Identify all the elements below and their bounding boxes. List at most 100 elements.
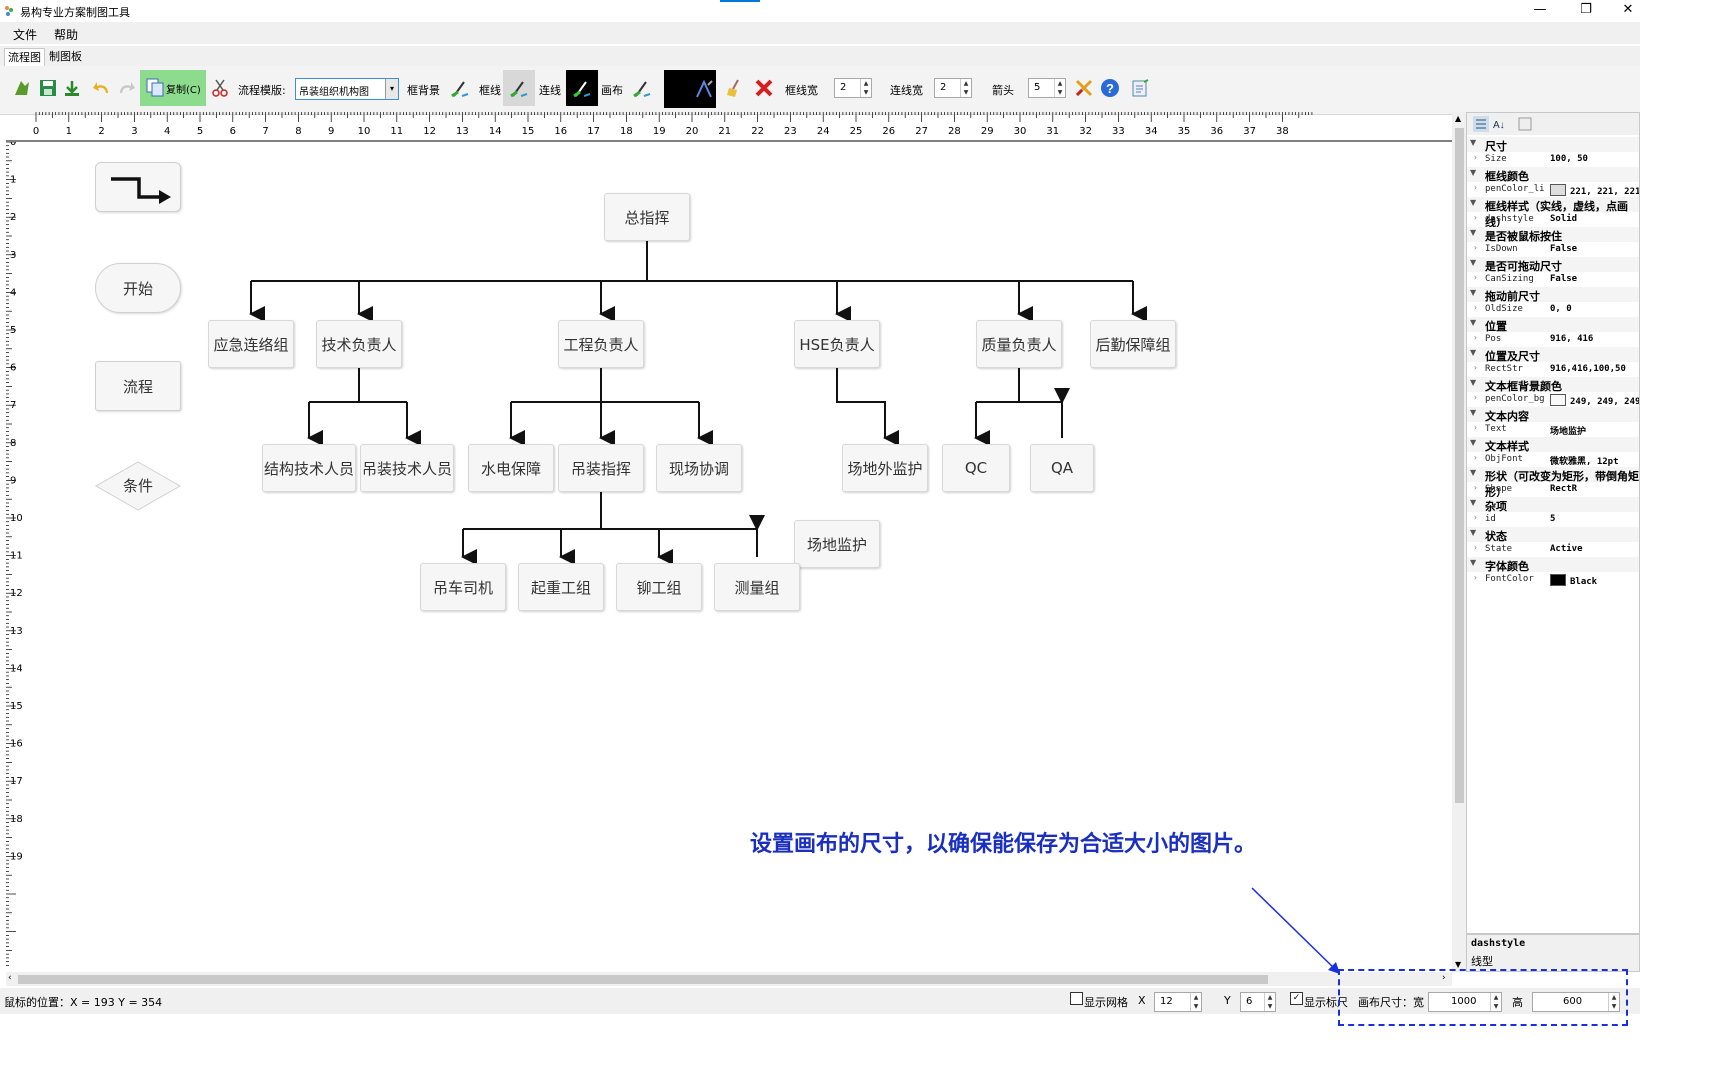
frame-bg-brush-icon[interactable] [450,78,470,98]
property-value[interactable]: Solid [1550,214,1577,224]
chevron-down-icon[interactable]: ▼ [1470,258,1477,267]
property-category[interactable]: ▼是否被鼠标按住 [1467,227,1639,243]
categorized-view-icon[interactable] [1473,116,1489,132]
grid-x-stepper[interactable]: 12 ▲▼ [1154,992,1202,1012]
stepper-arrows-icon[interactable]: ▲▼ [960,79,971,97]
property-value[interactable]: Active [1550,544,1583,554]
stepper-arrows-icon[interactable]: ▲▼ [1608,993,1619,1011]
stepper-arrows-icon[interactable]: ▲▼ [1190,993,1201,1011]
canvas-width-input[interactable]: 1000 ▲▼ [1428,992,1502,1012]
redo-icon[interactable] [116,78,136,98]
node-qc[interactable]: QC [942,444,1010,492]
property-value[interactable]: 916, 416 [1550,334,1593,344]
node-qa[interactable]: QA [1030,444,1094,492]
node-offsite-monitor[interactable]: 场地外监护 [842,444,928,492]
property-pages-icon[interactable] [1517,116,1533,132]
property-category[interactable]: ▼尺寸 [1467,137,1639,153]
node-quality-lead[interactable]: 质量负责人 [976,320,1062,368]
node-tech-lead[interactable]: 技术负责人 [316,320,402,368]
stepper-arrows-icon[interactable]: ▲▼ [1490,993,1501,1011]
node-hoisting-tech[interactable]: 吊装技术人员 [360,444,454,492]
chevron-right-icon[interactable]: › [1473,543,1478,552]
palette-start-shape[interactable]: 开始 [95,263,181,313]
chevron-right-icon[interactable]: › [1473,513,1478,522]
chevron-right-icon[interactable]: › [1473,183,1478,192]
tab-drawing-board[interactable]: 制图板 [49,50,82,63]
chevron-right-icon[interactable]: › [1473,453,1478,462]
node-survey-team[interactable]: 测量组 [714,563,800,611]
chevron-down-icon[interactable]: ▼ [1470,528,1477,537]
property-value[interactable]: 249, 249, 249 [1550,394,1639,407]
property-value[interactable]: False [1550,274,1577,284]
scroll-down-icon[interactable]: ▼ [1455,960,1462,969]
tab-flowchart[interactable]: 流程图 [4,48,45,67]
scroll-up-icon[interactable]: ▲ [1455,114,1462,123]
chevron-right-icon[interactable]: › [1473,303,1478,312]
delete-icon[interactable] [754,78,774,98]
property-category[interactable]: ▼框线样式（实线，虚线，点画线） [1467,197,1639,229]
chevron-down-icon[interactable]: ▼ [1470,468,1477,477]
chevron-right-icon[interactable]: › [1473,483,1478,492]
grid-y-stepper[interactable]: 6 ▲▼ [1240,992,1276,1012]
palette-connector-shape[interactable] [95,162,181,212]
notes-icon[interactable] [1130,78,1150,98]
chevron-right-icon[interactable]: › [1473,213,1478,222]
chevron-down-icon[interactable]: ▼ [1470,198,1477,207]
canvas-brush-icon[interactable] [632,78,652,98]
node-logistics-group[interactable]: 后勤保障组 [1090,320,1176,368]
node-crane-driver[interactable]: 吊车司机 [420,563,506,611]
scroll-right-icon[interactable]: › [1442,973,1446,983]
minimize-button[interactable]: — [1533,2,1547,17]
node-riveting-team[interactable]: 铆工组 [616,563,702,611]
palette-process-shape[interactable]: 流程 [95,361,181,411]
stepper-arrows-icon[interactable]: ▲▼ [860,79,871,97]
node-emergency-group[interactable]: 应急连络组 [208,320,294,368]
property-category[interactable]: ▼状态 [1467,527,1639,543]
property-category[interactable]: ▼文本样式 [1467,437,1639,453]
export-icon[interactable] [62,78,82,98]
chevron-right-icon[interactable]: › [1473,333,1478,342]
property-value[interactable]: 场地监护 [1550,424,1586,437]
property-value[interactable]: 5 [1550,514,1555,524]
chevron-right-icon[interactable]: › [1473,573,1478,582]
node-hse-lead[interactable]: HSE负责人 [794,320,880,368]
chevron-down-icon[interactable]: ▼ [1470,408,1477,417]
node-site-monitor[interactable]: 场地监护 [794,520,880,568]
chevron-down-icon[interactable]: ▼ [1470,228,1477,237]
arrow-size-stepper[interactable]: 5 ▲▼ [1028,78,1066,98]
chevron-down-icon[interactable]: ▼ [1470,138,1477,147]
property-row[interactable]: ›penColor_li:221, 221, 221 [1467,182,1639,197]
property-category[interactable]: ▼位置 [1467,317,1639,333]
vertical-scroll-thumb[interactable] [1455,128,1464,803]
cut-icon[interactable] [210,78,230,98]
close-button[interactable]: ✕ [1622,2,1634,17]
chevron-down-icon[interactable]: ▼ [1470,168,1477,177]
property-value[interactable]: Black [1550,574,1597,587]
property-value[interactable]: RectR [1550,484,1577,494]
broom-icon[interactable] [724,78,744,98]
canvas-height-input[interactable]: 600 ▲▼ [1532,992,1620,1012]
property-value[interactable]: 0, 0 [1550,304,1572,314]
node-rigging-team[interactable]: 起重工组 [518,563,604,611]
property-category[interactable]: ▼字体颜色 [1467,557,1639,573]
chevron-right-icon[interactable]: › [1473,273,1478,282]
line-width-stepper[interactable]: 2 ▲▼ [934,78,972,98]
connector-brush-button[interactable] [566,70,598,106]
node-hoisting-command[interactable]: 吊装指挥 [558,444,644,492]
property-category[interactable]: ▼文本框背景颜色 [1467,377,1639,393]
property-category[interactable]: ▼位置及尺寸 [1467,347,1639,363]
property-value[interactable]: 221, 221, 221 [1550,184,1639,197]
chevron-down-icon[interactable]: ▼ [1470,378,1477,387]
palette-condition-shape[interactable]: 条件 [94,460,182,512]
stepper-arrows-icon[interactable]: ▲▼ [1264,993,1275,1011]
restore-button[interactable]: ❐ [1580,2,1592,17]
chevron-right-icon[interactable]: › [1473,393,1478,402]
